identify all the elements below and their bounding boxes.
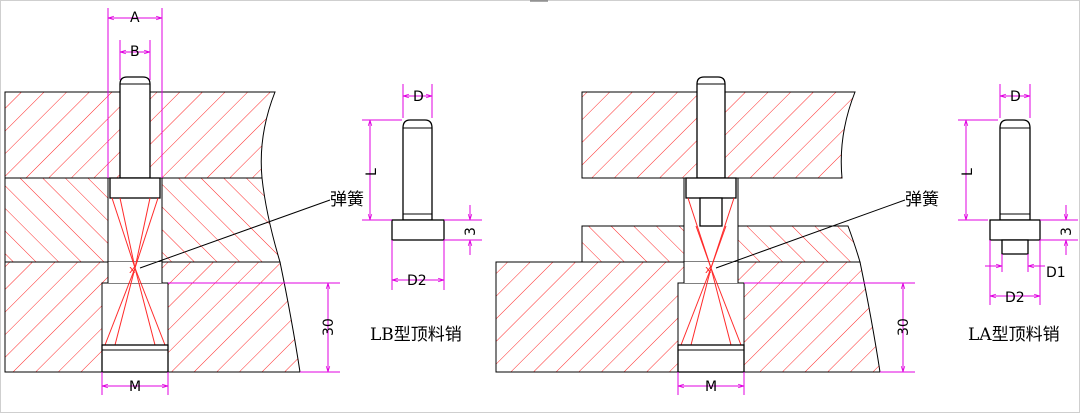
lb-pin-shaft [402, 119, 433, 221]
lb-dim-L [362, 119, 402, 221]
la-label-L: L [960, 168, 976, 176]
la-dim-3 [1040, 205, 1078, 255]
right-spring-leader [715, 199, 906, 269]
right-label-30: 30 [896, 318, 912, 336]
la-label-3: 3 [1059, 227, 1075, 236]
lb-label-D: D [413, 89, 424, 105]
right-dim-M [677, 372, 745, 395]
la-dim-D2 [989, 240, 1041, 305]
left-spring [104, 197, 166, 346]
la-label-D2: D2 [1005, 290, 1025, 306]
right-pin-shaft [696, 76, 726, 179]
left-dim-30 [168, 282, 340, 373]
left-spring-label: 弹簧 [330, 190, 364, 210]
la-dim-L [958, 119, 998, 221]
svg-text:x: x [705, 263, 712, 276]
left-label-30: 30 [321, 318, 337, 336]
lb-dim-3 [444, 205, 482, 255]
lb-label-D2: D2 [407, 273, 427, 289]
left-label-M: M [129, 379, 141, 395]
right-plug [677, 344, 745, 373]
right-dim-30 [744, 282, 915, 373]
left-dim-A [107, 8, 163, 178]
left-label-A: A [130, 10, 140, 26]
left-plug [101, 344, 169, 373]
right-label-M: M [705, 379, 717, 395]
la-dim-D1 [985, 254, 1045, 272]
lb-label-L: L [364, 168, 380, 176]
la-pin-shaft [999, 119, 1031, 221]
left-pin-head [109, 177, 161, 199]
lb-label-3: 3 [463, 227, 479, 236]
left-assembly: x 弹簧 A B M [4, 8, 364, 395]
right-pin-tip [699, 197, 723, 227]
la-dim-D [999, 84, 1031, 118]
lb-caption: LB型顶料销 [370, 325, 462, 345]
left-spring-leader [139, 199, 331, 269]
la-pin-head [989, 219, 1041, 241]
la-label-D: D [1010, 89, 1021, 105]
right-assembly: x 弹簧 M 30 [495, 76, 939, 395]
right-pin-head [685, 177, 737, 199]
left-label-B: B [130, 44, 140, 60]
lb-dim-D2 [391, 240, 445, 290]
right-spring-label: 弹簧 [905, 190, 939, 210]
la-pin-stub [1001, 239, 1029, 255]
left-dim-M [101, 372, 169, 395]
lb-pin-head [391, 219, 445, 241]
la-caption: LA型顶料销 [968, 325, 1060, 345]
la-pin: D L 3 D1 D2 LA型顶料 [958, 84, 1078, 345]
lb-pin: D L 3 D2 LB型顶料销 [362, 84, 482, 345]
lb-dim-D [402, 84, 433, 118]
left-dim-B [119, 40, 151, 80]
left-pin-shaft [119, 76, 151, 179]
right-spring [680, 197, 742, 346]
svg-text:x: x [129, 263, 136, 276]
la-label-D1: D1 [1046, 265, 1066, 281]
